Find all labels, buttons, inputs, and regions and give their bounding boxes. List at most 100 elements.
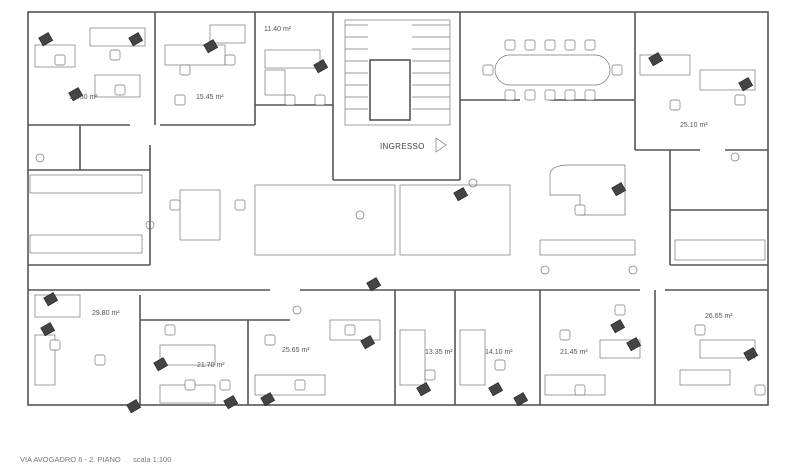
room-area-label: 13.35 m²: [425, 349, 453, 356]
computer-icon: [416, 382, 432, 397]
chair: [584, 39, 596, 51]
chair: [734, 94, 746, 106]
computer-icon: [743, 347, 759, 362]
furniture: [34, 24, 766, 414]
chair: [564, 39, 576, 51]
chair: [114, 84, 126, 96]
chair: [314, 94, 326, 106]
chair: [219, 379, 231, 391]
room-area-label: 21.70 m²: [197, 362, 225, 369]
entrance-label: INGRESSO: [380, 142, 425, 151]
chair: [524, 39, 536, 51]
column: [628, 265, 638, 275]
column: [468, 178, 478, 188]
chair: [584, 89, 596, 101]
desk: [639, 54, 691, 76]
computer-icon: [40, 322, 56, 337]
room-area-label: 20.50 m²: [70, 94, 98, 101]
chair: [169, 199, 181, 211]
chair: [174, 94, 186, 106]
desk: [34, 294, 81, 318]
chair: [294, 379, 306, 391]
chair: [54, 54, 66, 66]
chair: [504, 39, 516, 51]
column: [145, 220, 155, 230]
computer-icon: [626, 337, 642, 352]
desk: [264, 69, 286, 96]
chair: [109, 49, 121, 61]
desk: [544, 374, 606, 396]
chair: [164, 324, 176, 336]
scale-caption: scala 1:100: [133, 455, 171, 464]
conference-table: [494, 54, 611, 86]
chair: [49, 339, 61, 351]
chair: [482, 64, 494, 76]
desk: [159, 344, 216, 366]
chair: [424, 369, 436, 381]
computer-icon: [488, 382, 504, 397]
column: [730, 152, 740, 162]
computer-icon: [366, 277, 382, 292]
chair: [344, 324, 356, 336]
chair: [179, 64, 191, 76]
computer-icon: [38, 32, 54, 47]
chair: [614, 304, 626, 316]
computer-icon: [128, 32, 144, 47]
column: [540, 265, 550, 275]
chair: [94, 354, 106, 366]
room-area-label: 25.65 m²: [282, 347, 310, 354]
chair: [754, 384, 766, 396]
chair: [494, 359, 506, 371]
computer-icon: [610, 319, 626, 334]
chair: [669, 99, 681, 111]
computer-icon: [68, 87, 84, 102]
computer-icon: [513, 392, 529, 407]
chair: [544, 39, 556, 51]
chair: [234, 199, 246, 211]
chair: [524, 89, 536, 101]
chair: [611, 64, 623, 76]
room-area-label: 25.10 m²: [680, 122, 708, 129]
computer-icon: [153, 357, 169, 372]
desk: [209, 24, 246, 44]
chair: [694, 324, 706, 336]
chair: [574, 204, 586, 216]
computer-icon: [43, 292, 59, 307]
column: [35, 153, 45, 163]
chair: [564, 89, 576, 101]
entrance-arrow-icon: [435, 137, 447, 153]
chair: [264, 334, 276, 346]
desk: [264, 49, 321, 69]
desk: [699, 339, 756, 359]
room-area-label: 15.45 m²: [196, 94, 224, 101]
room-area-label: 29.80 m²: [92, 310, 120, 317]
walls: [27, 11, 769, 406]
chair: [574, 384, 586, 396]
room-area-label: 14.10 m²: [485, 349, 513, 356]
chair: [559, 329, 571, 341]
chair: [504, 89, 516, 101]
address-caption: VIA AVOGADRO 6 - 2. PIANO: [20, 455, 121, 464]
desk: [399, 329, 426, 386]
computer-icon: [223, 395, 239, 410]
room-area-label: 21.45 m²: [560, 349, 588, 356]
computer-icon: [738, 77, 754, 92]
desk: [179, 189, 221, 241]
computer-icon: [126, 399, 142, 414]
computer-icon: [648, 52, 664, 67]
desk: [459, 329, 486, 386]
desk: [254, 374, 326, 396]
computer-icon: [313, 59, 329, 74]
computer-icon: [611, 182, 627, 197]
chair: [224, 54, 236, 66]
chair: [284, 94, 296, 106]
computer-icon: [360, 335, 376, 350]
computer-icon: [453, 187, 469, 202]
desk: [679, 369, 731, 386]
room-area-label: 11.40 m²: [264, 26, 292, 33]
room-area-label: 26.65 m²: [705, 313, 733, 320]
computer-icon: [203, 39, 219, 54]
computer-icon: [260, 392, 276, 407]
chair: [544, 89, 556, 101]
